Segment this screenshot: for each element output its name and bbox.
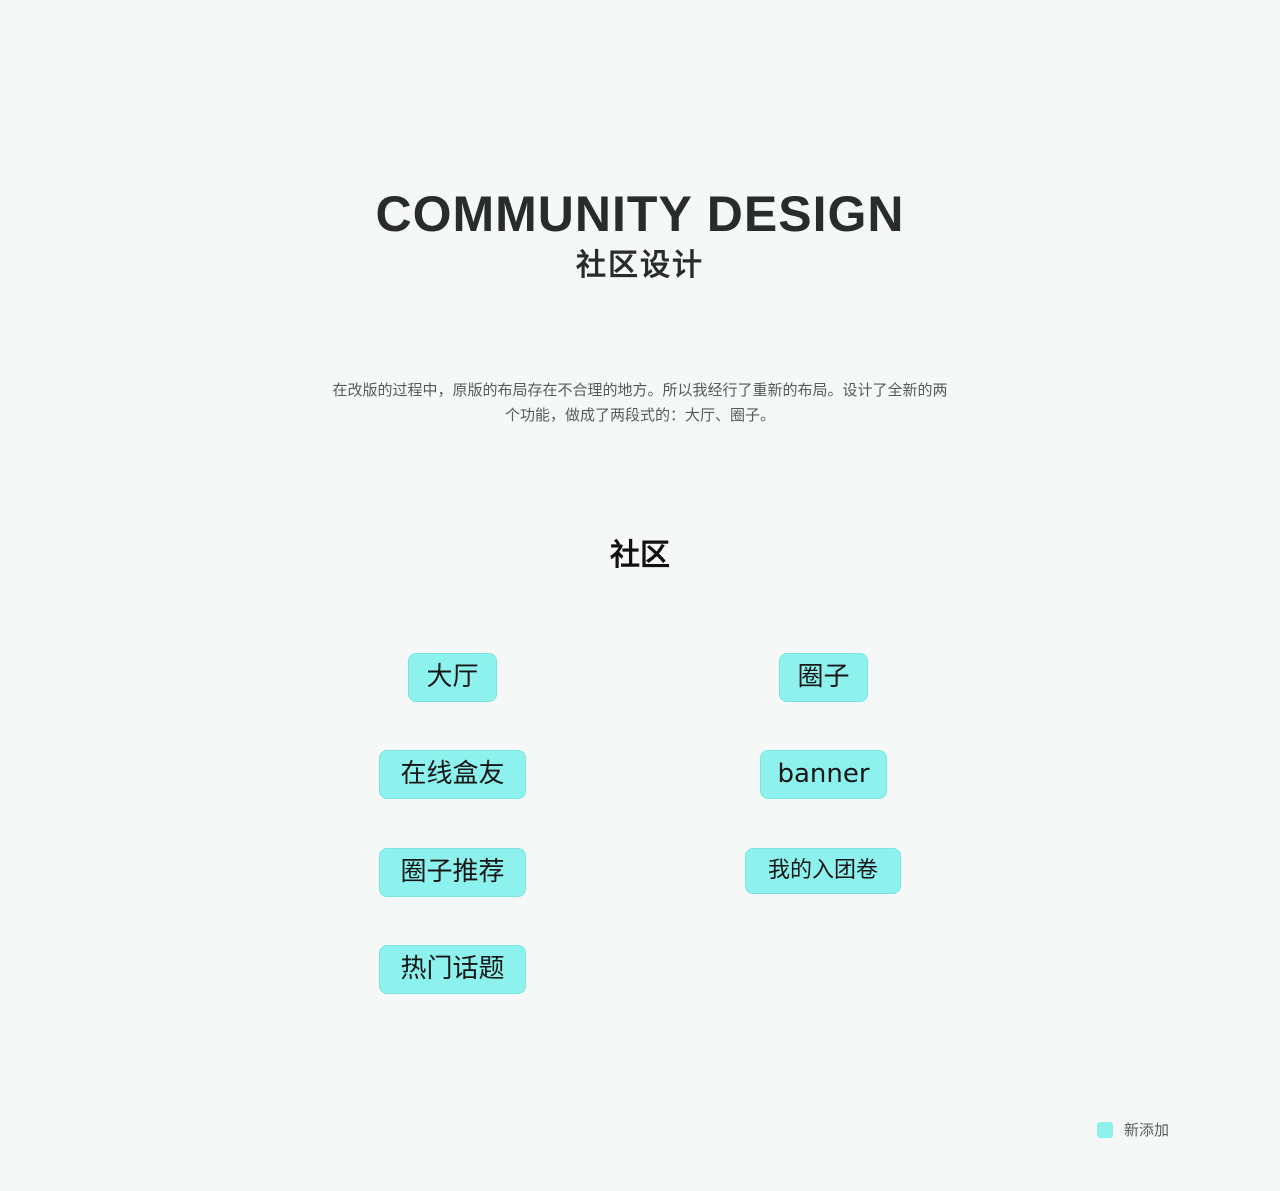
tag-banner: banner	[760, 750, 887, 799]
tag-online-friends: 在线盒友	[379, 750, 526, 799]
legend-swatch	[1097, 1122, 1113, 1138]
tag-my-group-ticket: 我的入团卷	[745, 848, 901, 894]
tag-circle: 圈子	[779, 653, 868, 702]
page-subtitle: 社区设计	[576, 248, 704, 283]
tag-circle-recommend: 圈子推荐	[379, 848, 526, 897]
description: 在改版的过程中，原版的布局存在不合理的地方。所以我经行了重新的布局。设计了全新的…	[290, 378, 990, 428]
legend: 新添加	[1097, 1119, 1169, 1141]
tag-hot-topics: 热门话题	[379, 945, 526, 994]
description-line-1: 在改版的过程中，原版的布局存在不合理的地方。所以我经行了重新的布局。设计了全新的…	[332, 381, 948, 399]
tag-hall: 大厅	[408, 653, 497, 702]
description-line-2: 个功能，做成了两段式的：大厅、圈子。	[504, 406, 775, 424]
section-title: 社区	[610, 538, 670, 573]
legend-label: 新添加	[1124, 1121, 1170, 1139]
page-title: COMMUNITY DESIGN	[375, 186, 905, 242]
